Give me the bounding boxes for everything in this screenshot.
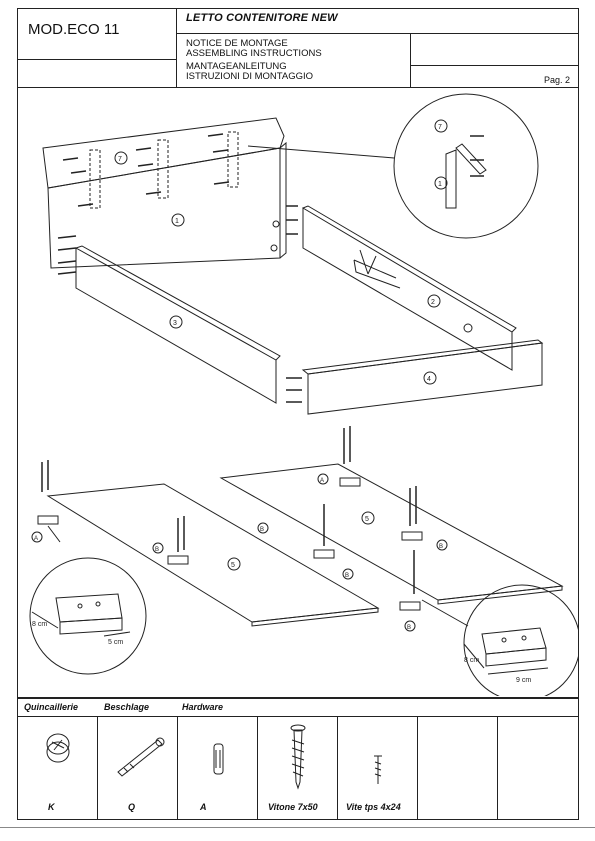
- bracket-label: A: [320, 478, 324, 484]
- hardware-label: Vitone 7x50: [268, 802, 318, 812]
- part-number-label: 3: [173, 320, 177, 327]
- bracket-label: B: [260, 527, 264, 533]
- bracket-label: B: [439, 544, 443, 550]
- bracket-label: B: [407, 625, 411, 631]
- detail-callout: 8 cm 9 cm: [421, 584, 581, 702]
- hardware-header: Quincaillerie Beschlage Hardware: [18, 699, 578, 717]
- part-number-label: 2: [431, 299, 435, 306]
- hardware-label: Q: [128, 802, 136, 812]
- hardware-item: [498, 716, 580, 820]
- bracket-label: A: [34, 536, 38, 542]
- assembly-drawing-panel: 7 1 2 4: [17, 88, 581, 702]
- cam-bolt-icon: [117, 737, 165, 777]
- product-title: LETTO CONTENITORE NEW: [186, 12, 338, 24]
- title-block: MOD.ECO 11 LETTO CONTENITORE NEW NOTICE …: [17, 8, 579, 88]
- hardware-label: A: [200, 802, 207, 812]
- side-panel: 2: [301, 205, 517, 371]
- hardware-heading-fr: Quincaillerie: [24, 702, 79, 712]
- divider: [18, 59, 176, 60]
- hardware-item: Vitone 7x50: [258, 716, 338, 820]
- instruction-title-it: ISTRUZIONI DI MONTAGGIO: [186, 71, 314, 82]
- cam-lock-icon: [46, 733, 70, 763]
- footer-rule: [0, 827, 595, 828]
- side-panel: 3: [74, 245, 281, 404]
- hardware-table: Quincaillerie Beschlage Hardware K Q A: [17, 698, 579, 820]
- part-number-label: 7: [118, 156, 122, 163]
- slat-panel: 5 A B B B: [31, 460, 380, 627]
- hardware-item: [418, 716, 498, 820]
- hardware-heading-de: Beschlage: [104, 702, 150, 712]
- divider: [176, 33, 578, 34]
- footboard-panel: 4: [286, 339, 544, 415]
- part-number-label: 1: [438, 181, 442, 188]
- headboard: 7 1: [42, 117, 298, 275]
- detail-callout: 8 cm 5 cm: [29, 525, 147, 675]
- bracket-label: B: [155, 547, 159, 553]
- part-number-label: 5: [231, 562, 235, 569]
- dimension-label: 8 cm: [32, 621, 47, 628]
- divider: [410, 65, 578, 66]
- part-number-label: 7: [438, 124, 442, 131]
- assembly-diagram: 7 1 2 4: [29, 93, 581, 702]
- hardware-heading-en: Hardware: [182, 702, 224, 712]
- detail-callout: 7 1: [247, 93, 539, 239]
- hardware-label: Vite tps 4x24: [346, 802, 401, 812]
- part-number-label: 1: [175, 218, 179, 225]
- divider: [410, 33, 411, 87]
- hardware-label: K: [48, 802, 55, 812]
- large-screw-icon: [290, 724, 306, 790]
- hardware-item: K: [18, 716, 98, 820]
- instruction-title-en: ASSEMBLING INSTRUCTIONS: [186, 48, 322, 59]
- instruction-title-de: MANTAGEANLEITUNG: [186, 61, 287, 72]
- instruction-title-fr: NOTICE DE MONTAGE: [186, 38, 288, 49]
- page-number: Pag. 2: [543, 75, 570, 85]
- small-screw-icon: [374, 755, 382, 784]
- hardware-item: Q: [98, 716, 178, 820]
- bracket-label: B: [345, 573, 349, 579]
- hardware-item: Vite tps 4x24: [338, 716, 418, 820]
- hardware-item: A: [178, 716, 258, 820]
- divider: [176, 9, 177, 87]
- slat-panel: 5 A B B: [219, 426, 564, 632]
- dimension-label: 9 cm: [516, 677, 531, 684]
- part-number-label: 4: [427, 376, 431, 383]
- wood-dowel-icon: [213, 743, 224, 775]
- dimension-label: 5 cm: [108, 639, 123, 646]
- part-number-label: 5: [365, 516, 369, 523]
- model-name: MOD.ECO 11: [28, 21, 120, 38]
- dimension-label: 8 cm: [464, 657, 479, 664]
